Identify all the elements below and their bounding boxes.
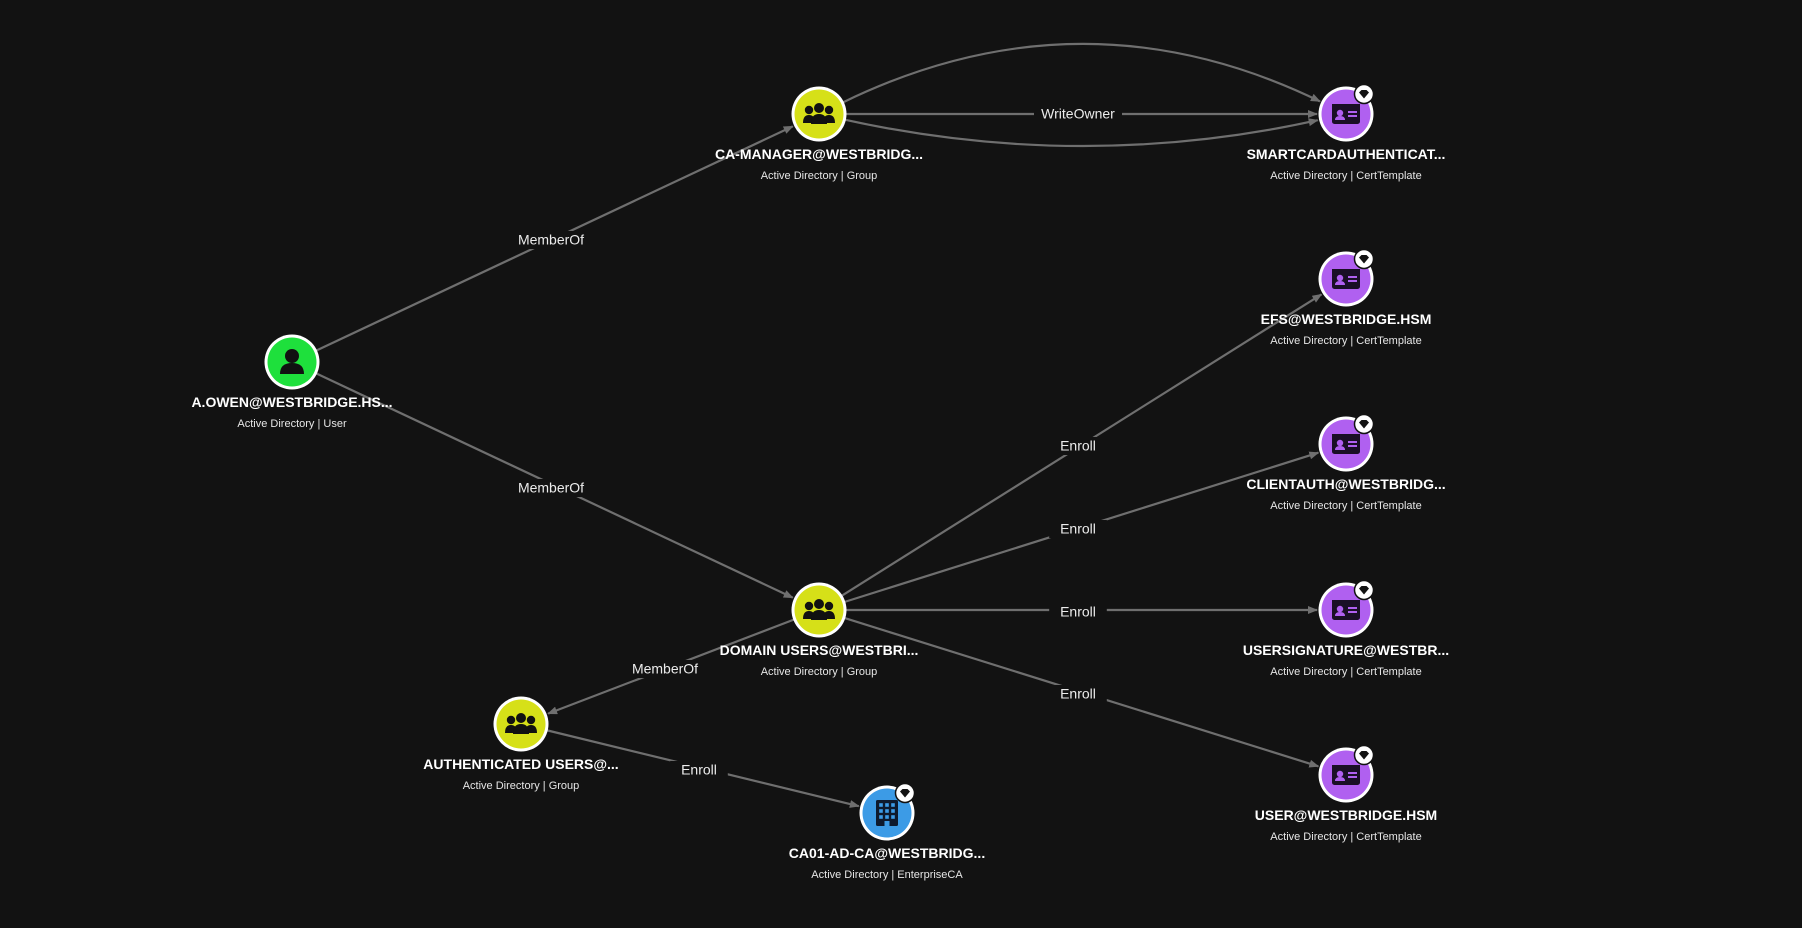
node-subtitle: Active Directory | CertTemplate <box>1270 170 1421 182</box>
edge-layer: MemberOfMemberOfMemberOfEnrollWriteOwner… <box>315 42 1323 808</box>
node-camanager[interactable]: CA-MANAGER@WESTBRIDG... Active Directory … <box>715 86 923 183</box>
edge-label: Enroll <box>1060 686 1096 702</box>
edge-label-bg <box>1049 520 1107 538</box>
edge-camanager-smartcard[interactable] <box>845 118 1319 148</box>
node-usersignature[interactable]: USERSIGNATURE@WESTBR... Active Directory … <box>1243 579 1449 679</box>
node-name: A.OWEN@WESTBRIDGE.HS... <box>191 394 392 410</box>
node-subtitle: Active Directory | User <box>237 418 347 430</box>
node-subtitle: Active Directory | Group <box>761 170 878 182</box>
edge-authusers-ca01[interactable]: Enroll <box>546 729 860 808</box>
enterprise-ca-icon <box>876 800 898 826</box>
group-icon <box>803 599 835 620</box>
node-smartcard[interactable]: SMARTCARDAUTHENTICAT... Active Directory … <box>1247 83 1446 183</box>
gem-icon <box>1353 413 1375 435</box>
node-subtitle: Active Directory | CertTemplate <box>1270 500 1421 512</box>
node-domainusers[interactable]: DOMAIN USERS@WESTBRI... Active Directory … <box>720 582 919 679</box>
node-ca01[interactable]: CA01-AD-CA@WESTBRIDG... Active Directory … <box>789 782 985 882</box>
edge-label-bg <box>514 231 588 249</box>
node-name: CA01-AD-CA@WESTBRIDG... <box>789 845 985 861</box>
cert-template-icon <box>1332 104 1360 124</box>
edge-label: MemberOf <box>518 480 584 496</box>
gem-icon <box>1353 83 1375 105</box>
node-name: DOMAIN USERS@WESTBRI... <box>720 642 919 658</box>
edge-label: WriteOwner <box>1041 106 1115 122</box>
gem-icon <box>1353 744 1375 766</box>
node-subtitle: Active Directory | CertTemplate <box>1270 831 1421 843</box>
edge-label: Enroll <box>681 762 717 778</box>
node-subtitle: Active Directory | Group <box>761 666 878 678</box>
gem-icon <box>1353 579 1375 601</box>
edge-label-bg <box>1049 603 1107 621</box>
gem-icon <box>1353 248 1375 270</box>
cert-template-icon <box>1332 434 1360 454</box>
edge-label-bg <box>670 761 728 779</box>
edge-line[interactable] <box>842 42 1321 104</box>
edge-aowen-camanager[interactable]: MemberOf <box>315 125 794 352</box>
node-name: USER@WESTBRIDGE.HSM <box>1255 807 1437 823</box>
edge-domainusers-user[interactable]: Enroll <box>844 617 1320 768</box>
edge-label-bg <box>514 479 588 497</box>
node-name: SMARTCARDAUTHENTICAT... <box>1247 146 1446 162</box>
edge-label-bg <box>1049 685 1107 703</box>
edge-label: Enroll <box>1060 604 1096 620</box>
edge-line[interactable] <box>845 118 1319 148</box>
node-efs[interactable]: EFS@WESTBRIDGE.HSM Active Directory | Cer… <box>1261 248 1432 348</box>
node-name: AUTHENTICATED USERS@... <box>423 756 618 772</box>
edge-camanager-smartcard[interactable] <box>842 42 1321 104</box>
node-subtitle: Active Directory | Group <box>463 780 580 792</box>
edge-label: Enroll <box>1060 438 1096 454</box>
edge-label-bg <box>1034 105 1122 123</box>
edge-camanager-smartcard[interactable]: WriteOwner <box>846 105 1318 123</box>
node-subtitle: Active Directory | CertTemplate <box>1270 335 1421 347</box>
gem-icon <box>894 782 916 804</box>
edge-domainusers-authusers[interactable]: MemberOf <box>547 618 795 715</box>
cert-template-icon <box>1332 269 1360 289</box>
node-user[interactable]: USER@WESTBRIDGE.HSM Active Directory | Ce… <box>1255 744 1437 844</box>
edge-label: MemberOf <box>632 661 698 677</box>
node-clientauth[interactable]: CLIENTAUTH@WESTBRIDG... Active Directory … <box>1246 413 1446 513</box>
edge-label-bg <box>628 660 702 678</box>
node-layer: A.OWEN@WESTBRIDGE.HS... Active Directory … <box>191 83 1449 882</box>
edge-label-bg <box>1049 437 1107 455</box>
edge-label: MemberOf <box>518 232 584 248</box>
edge-label: Enroll <box>1060 521 1096 537</box>
node-subtitle: Active Directory | CertTemplate <box>1270 666 1421 678</box>
edge-domainusers-clientauth[interactable]: Enroll <box>844 451 1320 603</box>
edge-domainusers-efs[interactable]: Enroll <box>841 293 1323 597</box>
node-name: CLIENTAUTH@WESTBRIDG... <box>1246 476 1445 492</box>
node-authusers[interactable]: AUTHENTICATED USERS@... Active Directory … <box>423 696 619 793</box>
node-subtitle: Active Directory | EnterpriseCA <box>811 869 963 881</box>
node-name: EFS@WESTBRIDGE.HSM <box>1261 311 1432 327</box>
group-icon <box>803 103 835 124</box>
node-aowen[interactable]: A.OWEN@WESTBRIDGE.HS... Active Directory … <box>191 334 393 431</box>
edge-domainusers-usersignature[interactable]: Enroll <box>846 603 1318 621</box>
group-icon <box>505 713 537 734</box>
node-name: USERSIGNATURE@WESTBR... <box>1243 642 1449 658</box>
node-name: CA-MANAGER@WESTBRIDG... <box>715 146 923 162</box>
cert-template-icon <box>1332 600 1360 620</box>
edge-aowen-domainusers[interactable]: MemberOf <box>315 372 794 599</box>
cert-template-icon <box>1332 765 1360 785</box>
user-icon <box>280 349 304 374</box>
